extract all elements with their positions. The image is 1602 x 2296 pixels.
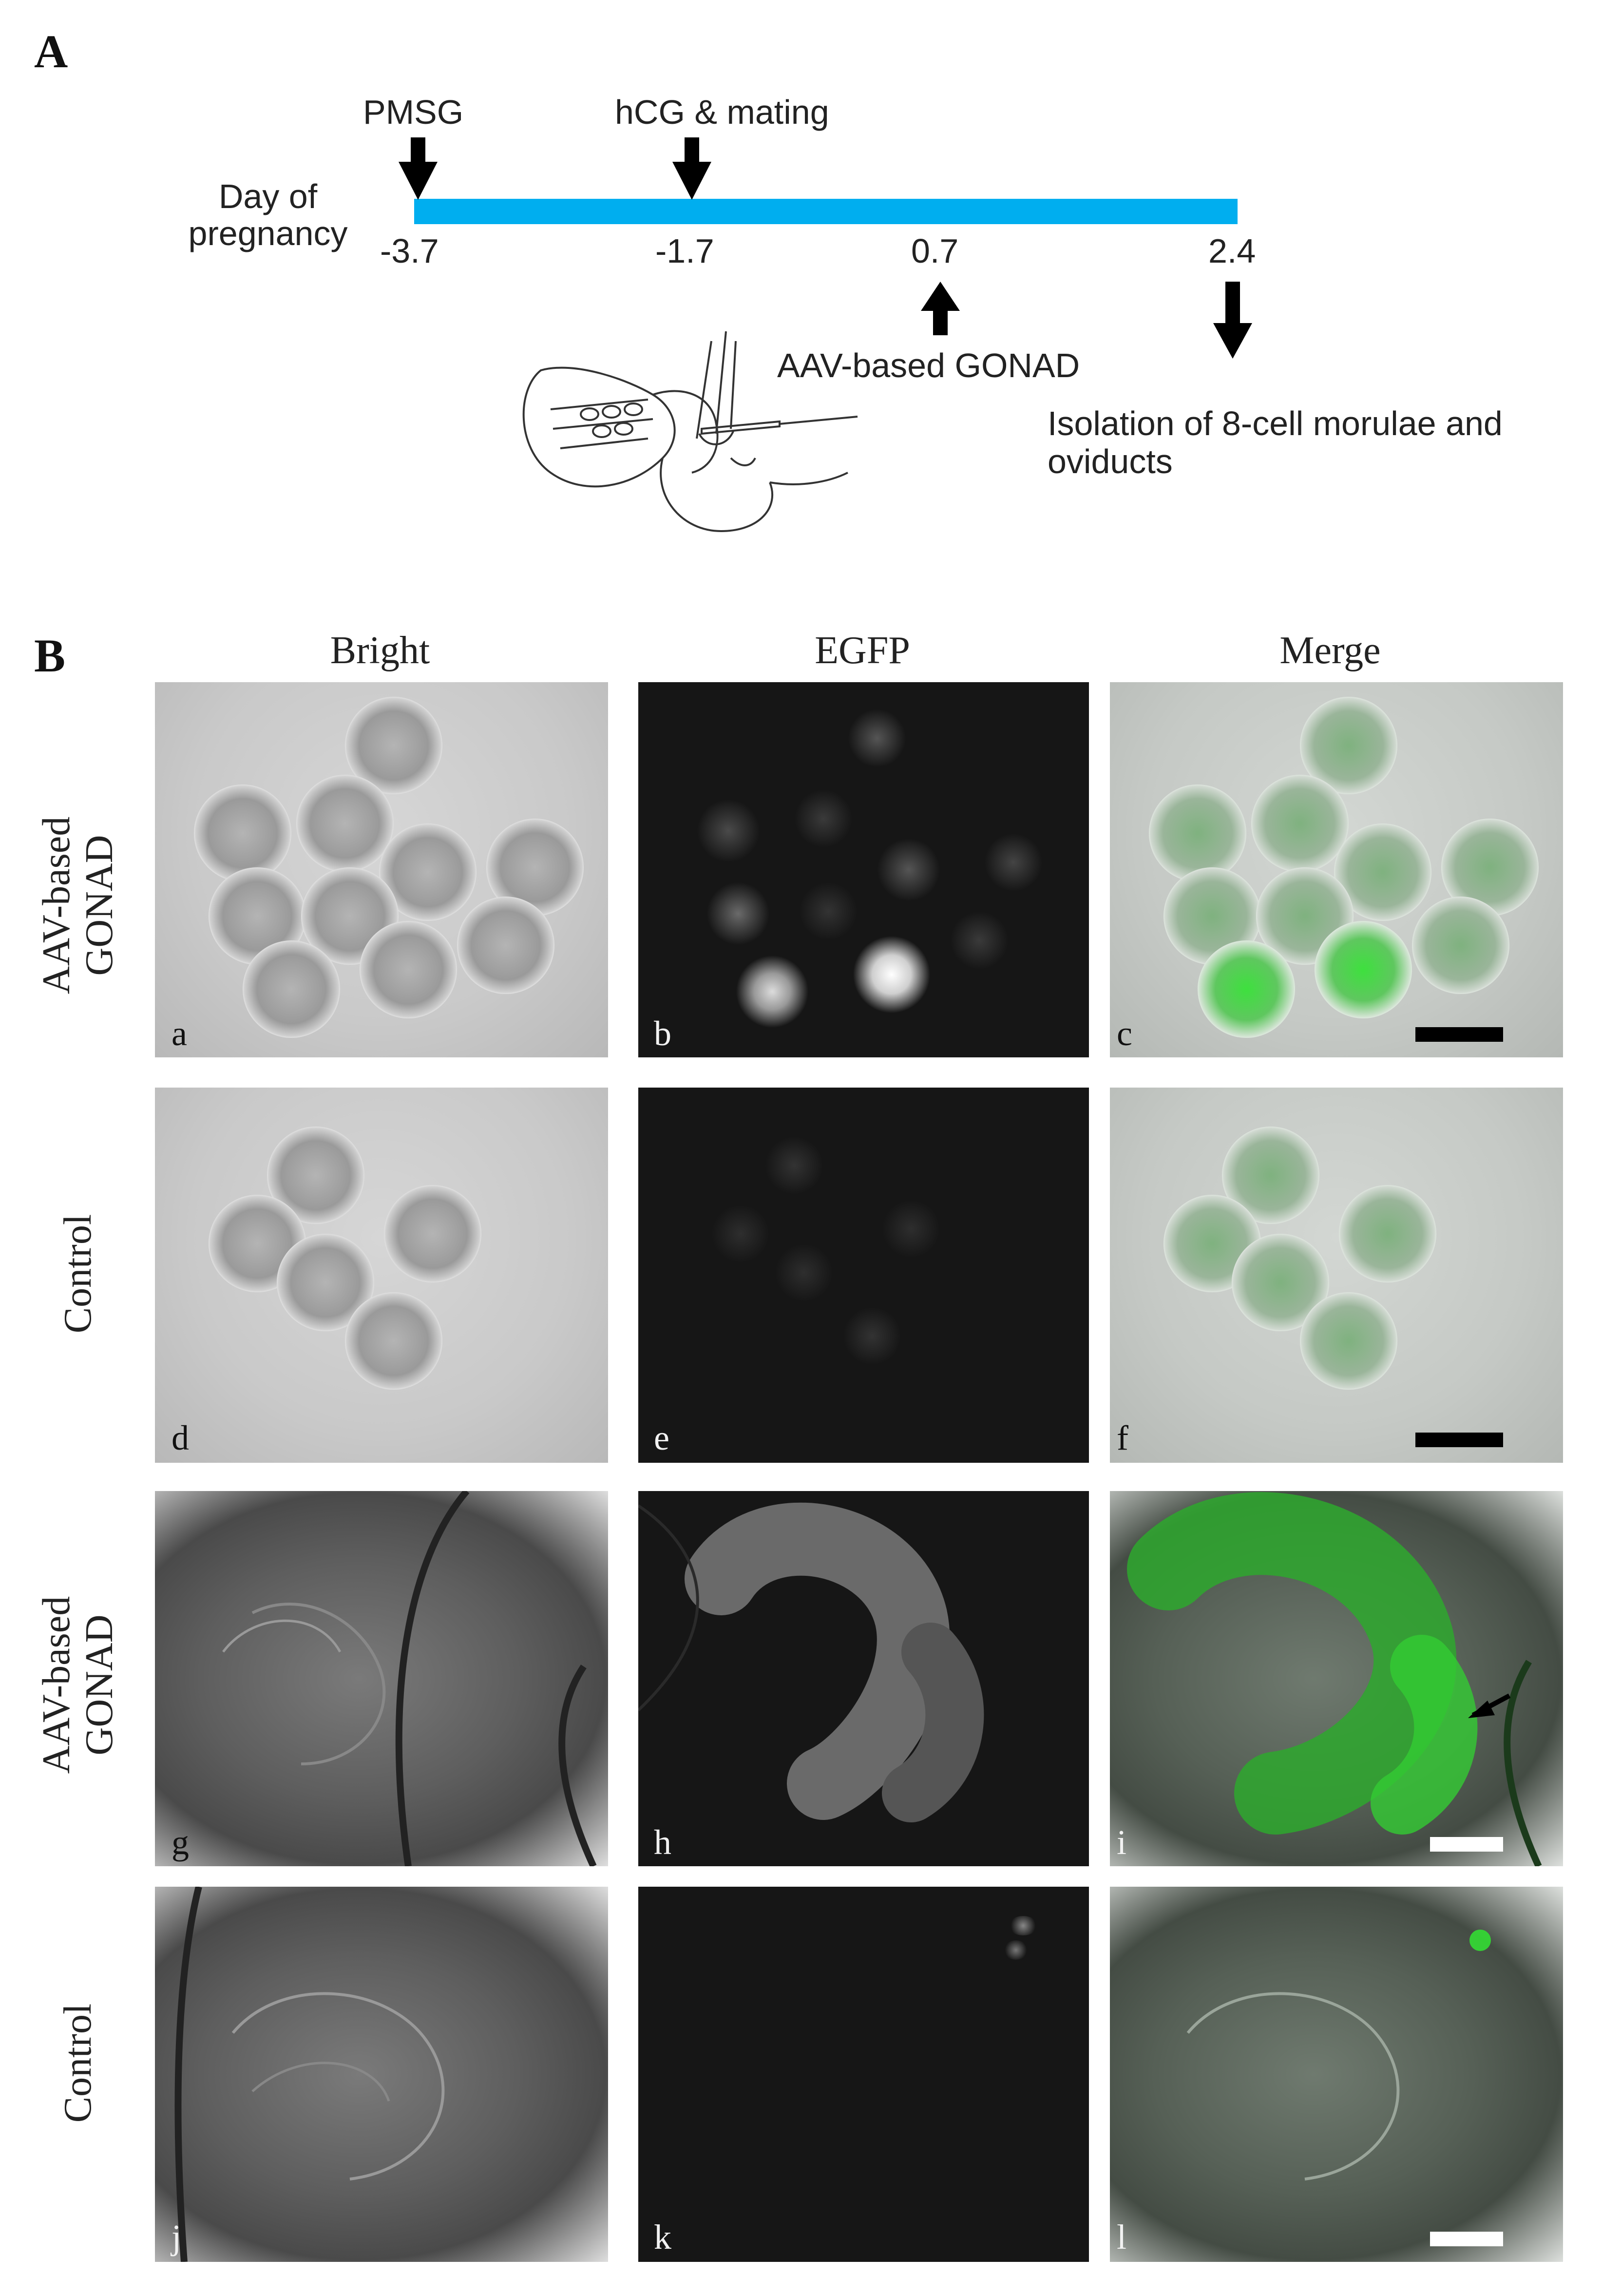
column-header-egfp: EGFP bbox=[815, 629, 910, 672]
sublabel-b: b bbox=[654, 1014, 671, 1053]
scale-bar bbox=[1415, 1433, 1503, 1447]
sublabel-e: e bbox=[654, 1418, 669, 1457]
sublabel-i: i bbox=[1117, 1823, 1127, 1862]
row-header-aav-gonad-1: AAV-based GONAD bbox=[35, 816, 121, 995]
sublabel-g: g bbox=[172, 1823, 189, 1862]
image-g-bright-aav-oviduct bbox=[155, 1491, 608, 1866]
surgery-illustration bbox=[522, 331, 858, 533]
sublabel-j: j bbox=[172, 2218, 182, 2257]
image-k-egfp-control-oviduct bbox=[638, 1887, 1089, 2262]
image-c-merge-aav-embryos bbox=[1110, 682, 1563, 1057]
image-f-merge-control-embryos bbox=[1110, 1088, 1563, 1463]
hcg-arrow-icon bbox=[672, 137, 711, 200]
panel-letter-a: A bbox=[34, 25, 68, 77]
tick-label: 0.7 bbox=[911, 232, 959, 270]
injection-arrow-icon bbox=[921, 282, 960, 335]
image-e-egfp-control-embryos bbox=[638, 1088, 1089, 1463]
timeline-bar bbox=[414, 199, 1238, 224]
tick-label: 2.4 bbox=[1208, 232, 1256, 270]
sublabel-a: a bbox=[172, 1014, 187, 1053]
day-of-pregnancy-label: Day of pregnancy bbox=[188, 177, 348, 252]
image-b-egfp-aav-embryos bbox=[638, 682, 1089, 1057]
isolation-arrow-icon bbox=[1213, 282, 1252, 359]
column-header-bright: Bright bbox=[330, 629, 430, 672]
scale-bar bbox=[1430, 2232, 1503, 2246]
scale-bar bbox=[1430, 1837, 1503, 1852]
sublabel-k: k bbox=[654, 2218, 671, 2257]
pmsg-arrow-icon bbox=[399, 137, 438, 200]
row-header-control-2: Control bbox=[57, 2003, 99, 2123]
sublabel-h: h bbox=[654, 1823, 671, 1862]
row-header-aav-gonad-2: AAV-based GONAD bbox=[35, 1596, 121, 1774]
image-j-bright-control-oviduct bbox=[155, 1887, 608, 2262]
isolation-label: Isolation of 8-cell morulae and oviducts bbox=[1048, 404, 1503, 480]
column-header-merge: Merge bbox=[1279, 629, 1381, 672]
panel-letter-b: B bbox=[34, 630, 66, 682]
image-a-bright-aav-embryos bbox=[155, 682, 608, 1057]
row-header-control-1: Control bbox=[57, 1214, 99, 1334]
pmsg-label: PMSG bbox=[363, 93, 464, 131]
image-d-bright-control-embryos bbox=[155, 1088, 608, 1463]
image-h-egfp-aav-oviduct bbox=[638, 1491, 1089, 1866]
scale-bar bbox=[1415, 1027, 1503, 1042]
aav-gonad-label: AAV-based GONAD bbox=[777, 346, 1080, 384]
hcg-mating-label: hCG & mating bbox=[615, 93, 829, 131]
sublabel-l: l bbox=[1117, 2218, 1127, 2257]
sublabel-f: f bbox=[1117, 1418, 1128, 1457]
sublabel-d: d bbox=[172, 1418, 189, 1457]
image-i-merge-aav-oviduct bbox=[1110, 1491, 1563, 1866]
image-l-merge-control-oviduct bbox=[1110, 1887, 1563, 2262]
tick-label: -3.7 bbox=[380, 232, 439, 270]
sublabel-c: c bbox=[1117, 1014, 1132, 1053]
tick-label: -1.7 bbox=[655, 232, 714, 270]
